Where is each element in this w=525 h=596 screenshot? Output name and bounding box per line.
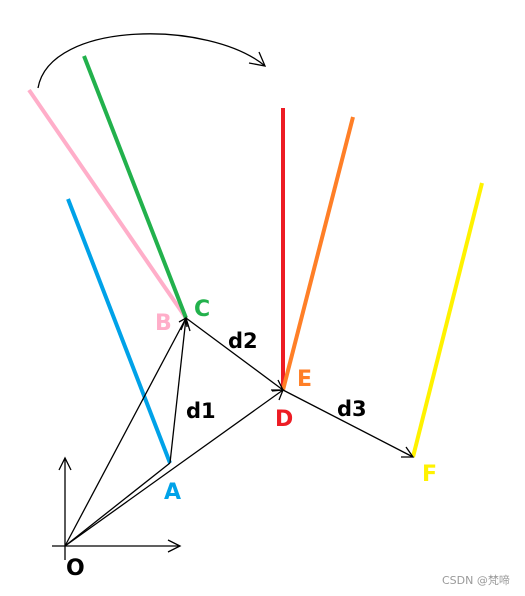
- pink-link-B: [27, 88, 188, 320]
- green-link-C: [82, 55, 188, 319]
- label-O: O: [66, 556, 85, 581]
- label-d3: d3: [337, 397, 367, 421]
- label-B: B: [155, 311, 172, 336]
- label-C: C: [194, 297, 210, 322]
- label-D: D: [275, 407, 293, 432]
- label-d1: d1: [186, 399, 216, 423]
- blue-link-A: [66, 198, 172, 464]
- label-F: F: [422, 462, 437, 487]
- vector-d1: [169, 316, 191, 464]
- yellow-link-F: [411, 182, 484, 458]
- rotation-arrow: [37, 33, 267, 89]
- x-axis-arrowhead: [167, 539, 182, 553]
- y-axis-arrowhead: [58, 456, 72, 471]
- orange-link-E: [281, 116, 355, 391]
- vector-O-to-D: [64, 389, 284, 547]
- vector-d3: [282, 389, 415, 458]
- label-A: A: [164, 480, 181, 505]
- watermark: CSDN @梵啼: [442, 574, 510, 587]
- label-d2: d2: [228, 329, 258, 353]
- vector-O-to-A: [64, 462, 171, 547]
- label-E: E: [297, 367, 312, 392]
- coordinate-axes: [52, 456, 182, 560]
